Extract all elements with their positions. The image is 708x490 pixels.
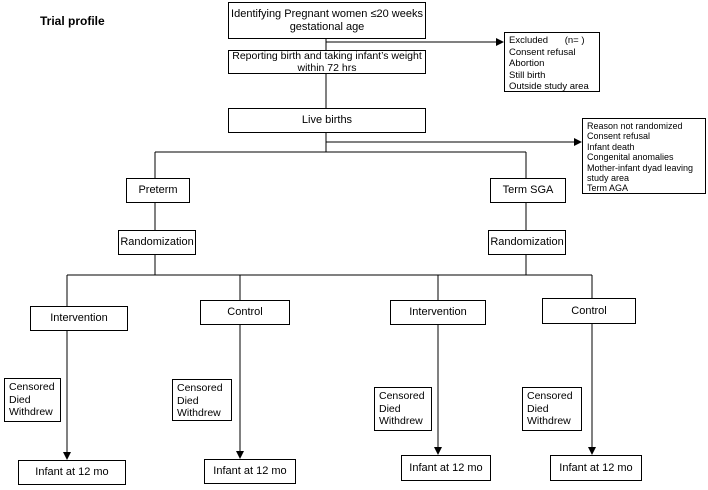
control-label: Control <box>227 306 263 318</box>
not-randomized-heading: Reason not randomized <box>587 121 683 131</box>
excluded-item: Outside study area <box>509 81 589 92</box>
attrition-censored: Censored <box>177 382 223 394</box>
control-label: Control <box>571 304 607 317</box>
intervention-box-preterm: Intervention <box>30 306 128 331</box>
live-births-box: Live births <box>228 108 426 133</box>
intervention-label: Intervention <box>409 306 467 318</box>
outcome-box-arm-1: Infant at 12 mo <box>18 460 126 485</box>
attrition-withdrew: Withdrew <box>379 415 423 427</box>
outcome-box-arm-2: Infant at 12 mo <box>204 459 296 484</box>
excluded-count: (n= ) <box>564 35 585 46</box>
term-sga-label: Term SGA <box>502 184 554 196</box>
not-randomized-item: study area <box>587 173 630 184</box>
outcome-label: Infant at 12 mo <box>35 466 109 478</box>
live-births-label: Live births <box>301 114 353 126</box>
page-title: Trial profile <box>40 14 105 28</box>
not-randomized-item: Infant death <box>587 141 635 152</box>
intervention-box-term-sga: Intervention <box>390 300 486 325</box>
identify-line-1: Identifying Pregnant women ≤20 weeks <box>231 7 423 20</box>
preterm-label: Preterm <box>138 184 178 196</box>
attrition-box-arm-4: Censored Died Withdrew <box>522 387 582 431</box>
attrition-died: Died <box>379 402 401 415</box>
identify-line-2: gestational age <box>289 20 365 33</box>
control-box-term-sga: Control <box>542 298 636 324</box>
not-randomized-item: Congenital anomalies <box>587 152 674 163</box>
randomization-box-preterm: Randomization <box>118 230 196 255</box>
outcome-box-arm-3: Infant at 12 mo <box>401 455 491 481</box>
excluded-item: Consent refusal <box>509 46 576 58</box>
randomization-box-term-sga: Randomization <box>488 230 566 255</box>
attrition-died: Died <box>177 394 199 407</box>
reporting-box: Reporting birth and taking infant’s weig… <box>228 50 426 74</box>
not-randomized-item: Consent refusal <box>587 131 651 142</box>
reporting-line-1: Reporting birth and taking infant’s weig… <box>232 50 422 62</box>
outcome-box-arm-4: Infant at 12 mo <box>550 455 642 481</box>
attrition-died: Died <box>527 402 549 415</box>
outcome-label: Infant at 12 mo <box>409 461 483 474</box>
preterm-box: Preterm <box>126 178 190 203</box>
control-box-preterm: Control <box>200 300 290 325</box>
outcome-label: Infant at 12 mo <box>559 461 633 474</box>
attrition-withdrew: Withdrew <box>527 415 571 427</box>
attrition-box-arm-1: Censored Died Withdrew <box>4 378 61 422</box>
not-randomized-item: Mother-infant dyad leaving <box>587 162 694 173</box>
not-randomized-box: Reason not randomized Consent refusal In… <box>582 118 706 194</box>
identify-box: Identifying Pregnant women ≤20 weeks ges… <box>228 2 426 39</box>
not-randomized-item: Term AGA <box>587 183 629 194</box>
attrition-censored: Censored <box>527 390 573 402</box>
attrition-withdrew: Withdrew <box>177 407 221 419</box>
intervention-label: Intervention <box>50 312 108 324</box>
attrition-died: Died <box>9 393 31 406</box>
randomization-label: Randomization <box>490 236 564 248</box>
attrition-box-arm-3: Censored Died Withdrew <box>374 387 432 431</box>
attrition-withdrew: Withdrew <box>9 406 53 418</box>
excluded-heading: Excluded <box>509 35 549 46</box>
attrition-censored: Censored <box>379 390 425 402</box>
term-sga-box: Term SGA <box>490 178 566 203</box>
attrition-censored: Censored <box>9 381 55 393</box>
excluded-box: Excluded (n= ) Consent refusal Abortion … <box>504 32 600 92</box>
randomization-label: Randomization <box>120 236 194 248</box>
reporting-line-2: within 72 hrs <box>297 62 357 74</box>
excluded-item: Still birth <box>509 69 546 81</box>
excluded-item: Abortion <box>509 58 545 69</box>
attrition-box-arm-2: Censored Died Withdrew <box>172 379 232 421</box>
outcome-label: Infant at 12 mo <box>213 465 287 477</box>
